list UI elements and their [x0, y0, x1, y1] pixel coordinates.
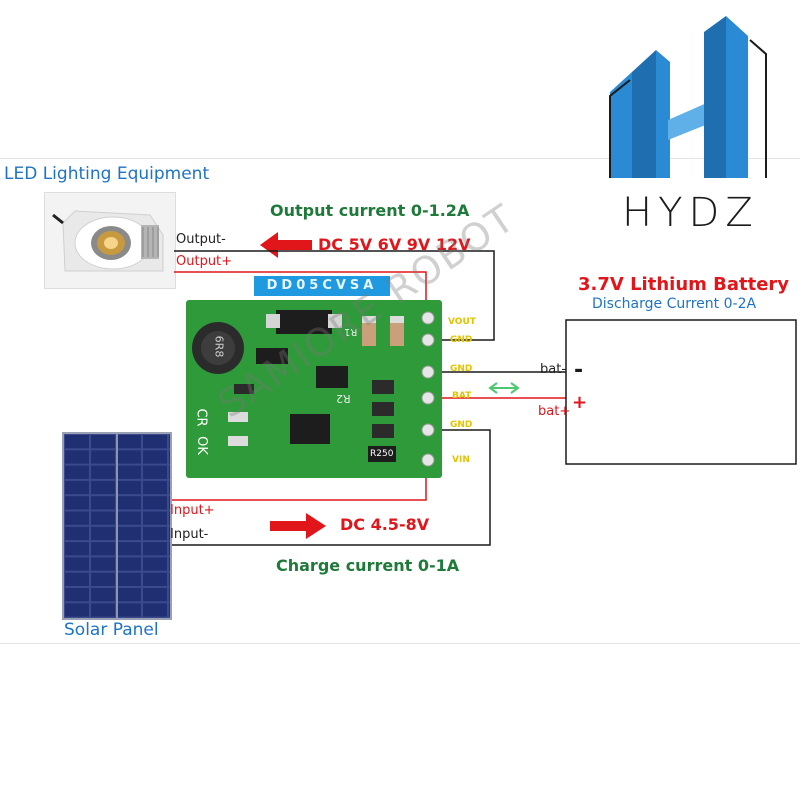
led-wire-neg-label: Output- [176, 232, 226, 247]
pin-vout: VOUT [448, 317, 476, 327]
pin-bat: BAT [452, 391, 472, 401]
solar-title: Solar Panel [64, 620, 159, 640]
diagram-frame [0, 158, 800, 644]
bidirectional-arrow [488, 382, 520, 394]
input-current-label: Charge current 0-1A [276, 556, 460, 575]
pin-gnd-3: GND [450, 420, 473, 430]
logo-text: HYDZ [622, 190, 759, 236]
logo-graphic [609, 16, 767, 178]
bat-neg-label: bat- [540, 362, 567, 377]
board-model-label: DD05CVSA [254, 276, 390, 296]
ic-top [276, 310, 332, 334]
led-title: LED Lighting Equipment [4, 164, 210, 184]
output-current-label: Output current 0-1.2A [270, 201, 470, 220]
solar-panel-image [62, 432, 172, 620]
wire-input-neg [168, 429, 491, 546]
pin-pads [421, 311, 435, 467]
pin-gnd-2: GND [450, 364, 473, 374]
led-lamp-image [44, 192, 176, 289]
silk-ok: OK [193, 436, 209, 455]
battery-discharge-label: Discharge Current 0-2A [592, 296, 757, 312]
input-voltage-label: DC 4.5-8V [340, 515, 430, 534]
pin-gnd-1: GND [450, 335, 473, 345]
silk-inductor: 6R8 [212, 335, 226, 358]
pin-vin: VIN [452, 455, 470, 465]
bat-pos-label: bat+ [538, 404, 571, 419]
silk-cr: CR [193, 408, 209, 427]
wire-output-neg [174, 250, 495, 341]
input-arrow [270, 513, 326, 539]
battery-minus: - [574, 358, 584, 383]
hydz-logo: HYDZ [600, 10, 780, 240]
led-wire-pos-label: Output+ [176, 254, 233, 269]
output-voltage-label: DC 5V 6V 9V 12V [318, 235, 471, 254]
battery-box [565, 319, 797, 465]
pcb-board: 6R8 R1 R2 CR OK R250 [186, 300, 442, 478]
input-wire-pos-label: Input+ [170, 503, 215, 518]
battery-title: 3.7V Lithium Battery [578, 274, 790, 295]
battery-plus: + [572, 392, 588, 413]
silk-r250: R250 [370, 449, 394, 459]
silk-r2: R2 [336, 392, 351, 405]
input-wire-neg-label: Input- [170, 527, 209, 542]
